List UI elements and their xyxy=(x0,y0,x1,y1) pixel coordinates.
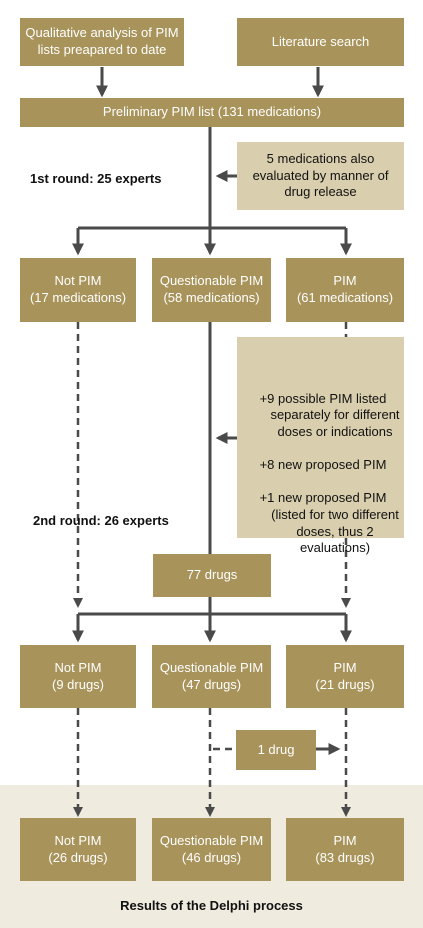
addition-item: +9 possible PIM listed separately for di… xyxy=(259,390,400,439)
preliminary-list-box: Preliminary PIM list (131 medications) xyxy=(20,98,404,127)
transfer-1-drug-box: 1 drug xyxy=(236,730,316,770)
qualitative-analysis-box: Qualitative analysis of PIM lists preapa… xyxy=(20,18,184,66)
round1-label: 1st round: 25 experts xyxy=(30,171,162,186)
total-77-drugs-box: 77 drugs xyxy=(153,554,271,597)
release-note-box: 5 medications also evaluated by manner o… xyxy=(237,142,404,210)
additions-box: +9 possible PIM listed separately for di… xyxy=(237,337,404,555)
addition-item: +1 new proposed PIM (listed for two diff… xyxy=(259,490,399,556)
round2-questionable-box: Questionable PIM (47 drugs) xyxy=(152,645,271,708)
additions-list: +9 possible PIM listed separately for di… xyxy=(245,374,401,574)
addition-item: +8 new proposed PIM xyxy=(259,457,387,473)
round1-not-pim-box: Not PIM (17 medications) xyxy=(20,258,136,322)
round1-pim-box: PIM (61 medications) xyxy=(286,258,404,322)
result-pim-box: PIM (83 drugs) xyxy=(286,818,404,881)
result-not-pim-box: Not PIM (26 drugs) xyxy=(20,818,136,881)
round2-not-pim-box: Not PIM (9 drugs) xyxy=(20,645,136,708)
results-caption: Results of the Delphi process xyxy=(120,898,303,913)
literature-search-box: Literature search xyxy=(237,18,404,66)
round2-pim-box: PIM (21 drugs) xyxy=(286,645,404,708)
round2-label: 2nd round: 26 experts xyxy=(33,513,169,528)
round1-questionable-box: Questionable PIM (58 medications) xyxy=(152,258,271,322)
result-questionable-box: Questionable PIM (46 drugs) xyxy=(152,818,271,881)
